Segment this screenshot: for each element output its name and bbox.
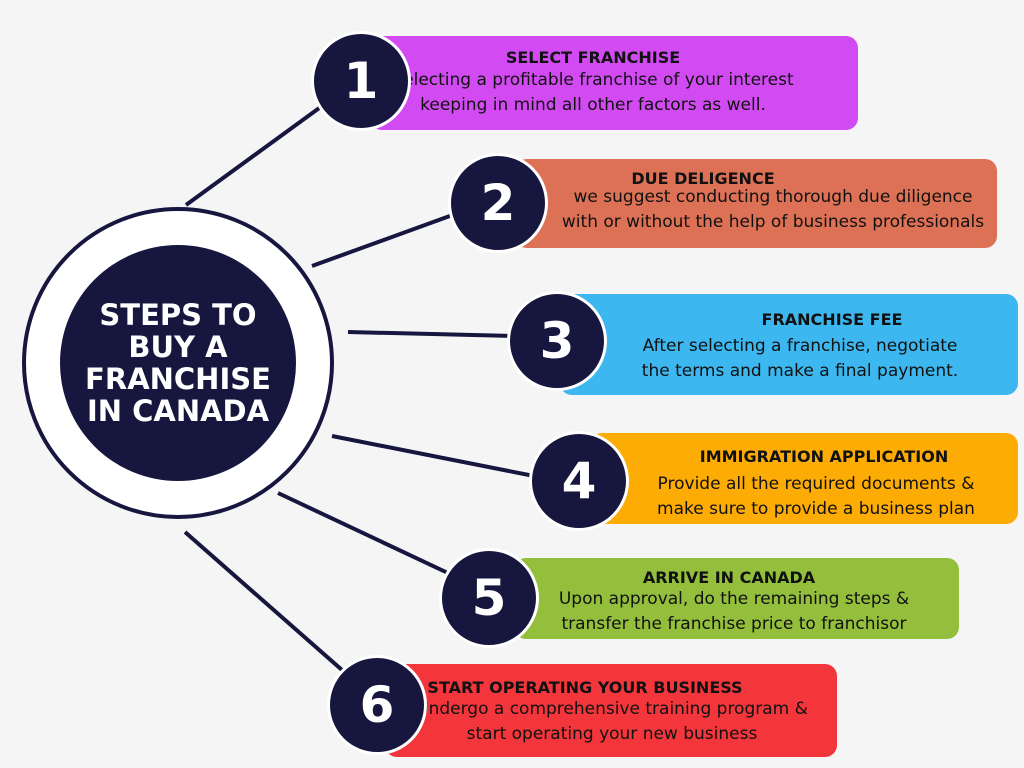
step-5-box: ARRIVE IN CANADA Upon approval, do the r… [514,558,959,639]
step-5-number-badge: 5 [439,548,539,648]
hub-title-line: IN CANADA [86,394,270,428]
step-6-desc-line: Undergo a comprehensive training program… [416,699,808,719]
step-5-description: Upon approval, do the remaining steps & … [544,587,924,637]
step-5-title: ARRIVE IN CANADA [642,568,816,587]
step-6-desc-line: start operating your new business [466,724,758,744]
step-3-desc-line: the terms and make a final payment. [641,361,959,381]
step-3-box: FRANCHISE FEE After selecting a franchis… [560,294,1018,395]
connector-line-2 [311,211,459,268]
step-1-box: SELECT FRANCHISE Selecting a profitable … [370,36,858,130]
step-1-description: Selecting a profitable franchise of your… [370,68,816,118]
step-3-number-badge: 3 [507,291,607,391]
step-4-description: Provide all the required documents & mak… [646,472,986,522]
step-2-desc-line: with or without the help of business pro… [561,212,985,232]
step-1-title: SELECT FRANCHISE [505,48,681,67]
connector-line-6 [183,530,344,672]
hub-title-line: STEPS TO [99,298,257,332]
step-4-title: IMMIGRATION APPLICATION [699,447,949,466]
hub-title-line: BUY A [128,330,228,364]
step-3-desc-line: After selecting a franchise, negotiate [642,336,958,356]
step-2-title: DUE DELIGENCE [631,169,775,188]
step-6-title: START OPERATING YOUR BUSINESS [427,678,743,697]
step-3-title: FRANCHISE FEE [761,310,903,329]
step-4-number-badge: 4 [529,431,629,531]
step-3-description: After selecting a franchise, negotiate t… [630,334,970,384]
connector-line-4 [331,434,535,478]
step-1-desc-line: keeping in mind all other factors as wel… [420,95,766,115]
step-4-box: IMMIGRATION APPLICATION Provide all the … [590,433,1018,524]
step-2-description: we suggest conducting thorough due dilig… [549,185,997,235]
step-1-desc-line: Selecting a profitable franchise of your… [392,70,794,90]
hub-title-line: FRANCHISE [85,362,271,396]
hub-title: STEPS TO BUY A FRANCHISE IN CANADA [68,299,288,427]
step-2-number-badge: 2 [448,153,548,253]
connector-line-1 [184,104,324,207]
step-6-box: START OPERATING YOUR BUSINESS Undergo a … [385,664,837,757]
step-1-number-badge: 1 [311,31,411,131]
connector-line-3 [347,330,515,338]
step-5-desc-line: Upon approval, do the remaining steps & [558,589,910,609]
step-5-desc-line: transfer the franchise price to franchis… [561,614,907,634]
step-4-desc-line: make sure to provide a business plan [657,499,975,519]
step-4-desc-line: Provide all the required documents & [657,474,975,494]
step-6-description: Undergo a comprehensive training program… [385,697,839,747]
hub-circle: STEPS TO BUY A FRANCHISE IN CANADA [60,245,296,481]
step-2-box: DUE DELIGENCE we suggest conducting thor… [515,159,997,248]
step-6-number-badge: 6 [327,655,427,755]
connector-line-5 [277,491,451,576]
step-2-desc-line: we suggest conducting thorough due dilig… [573,187,973,207]
